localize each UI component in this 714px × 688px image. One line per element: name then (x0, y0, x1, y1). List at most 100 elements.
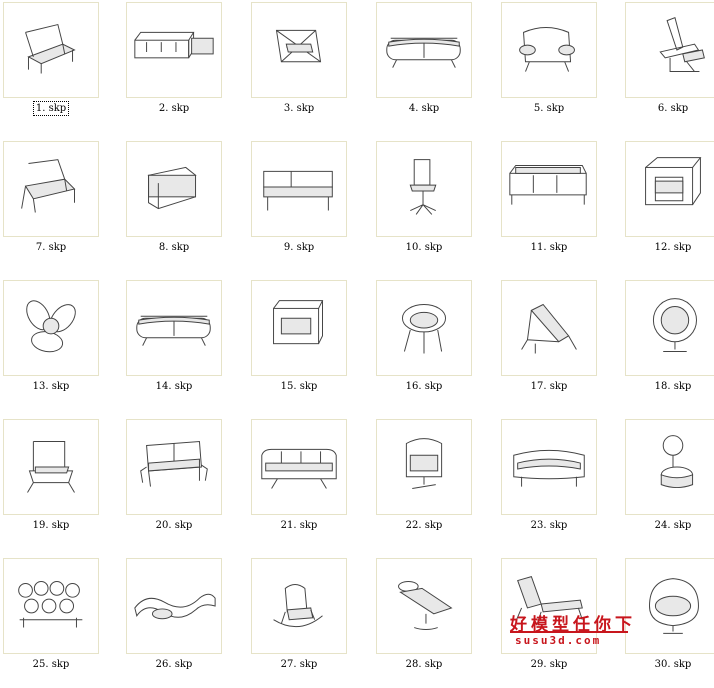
file-label[interactable]: 5. skp (501, 103, 597, 115)
sofa-icon[interactable] (251, 419, 347, 515)
file-name-text: 7. skp (35, 242, 67, 253)
file-item[interactable]: 8. skp (126, 141, 222, 271)
file-label[interactable]: 9. skp (251, 242, 347, 254)
file-name-text: 8. skp (158, 242, 190, 253)
cube-armchair-icon[interactable] (625, 141, 714, 237)
file-item[interactable]: 25. skp (3, 558, 99, 688)
frame-chair-icon[interactable] (3, 419, 99, 515)
long-sofa-icon[interactable] (126, 280, 222, 376)
file-item[interactable]: 21. skp (251, 419, 347, 549)
curved-sofa-icon[interactable] (501, 419, 597, 515)
box-armchair-icon[interactable] (126, 141, 222, 237)
file-name-text: 23. skp (530, 520, 568, 531)
file-item[interactable]: 5. skp (501, 2, 597, 132)
file-item[interactable]: 28. skp (376, 558, 472, 688)
file-item[interactable]: 23. skp (501, 419, 597, 549)
file-item[interactable]: 18. skp (625, 280, 714, 410)
file-item[interactable]: 29. skp (501, 558, 597, 688)
file-label[interactable]: 2. skp (126, 103, 222, 115)
file-label[interactable]: 15. skp (251, 381, 347, 393)
x-frame-chair-icon[interactable] (251, 2, 347, 98)
file-item[interactable]: 27. skp (251, 558, 347, 688)
file-label[interactable]: 19. skp (3, 520, 99, 532)
flower-chair-icon[interactable] (3, 280, 99, 376)
file-item[interactable]: 2. skp (126, 2, 222, 132)
file-label[interactable]: 24. skp (625, 520, 714, 532)
armchair-round-icon[interactable] (501, 2, 597, 98)
file-name-text: 15. skp (280, 381, 318, 392)
file-label[interactable]: 8. skp (126, 242, 222, 254)
file-label[interactable]: 26. skp (126, 659, 222, 671)
file-label[interactable]: 16. skp (376, 381, 472, 393)
file-label[interactable]: 25. skp (3, 659, 99, 671)
lounge-chair-icon[interactable] (3, 2, 99, 98)
file-label[interactable]: 29. skp (501, 659, 597, 671)
file-item[interactable]: 11. skp (501, 141, 597, 271)
file-item[interactable]: 4. skp (376, 2, 472, 132)
sofa-with-table-icon[interactable] (126, 2, 222, 98)
long-sofa-icon[interactable] (376, 2, 472, 98)
serpentine-sofa-icon[interactable] (126, 558, 222, 654)
file-item[interactable]: 10. skp (376, 141, 472, 271)
file-item[interactable]: 17. skp (501, 280, 597, 410)
file-name-text: 19. skp (32, 520, 70, 531)
file-label[interactable]: 30. skp (625, 659, 714, 671)
file-label[interactable]: 28. skp (376, 659, 472, 671)
file-label[interactable]: 23. skp (501, 520, 597, 532)
file-item[interactable]: 13. skp (3, 280, 99, 410)
lounge-recliner-icon[interactable] (501, 280, 597, 376)
file-label[interactable]: 20. skp (126, 520, 222, 532)
file-label[interactable]: 11. skp (501, 242, 597, 254)
file-item[interactable]: 6. skp (625, 2, 714, 132)
file-item[interactable]: 9. skp (251, 141, 347, 271)
stool-and-lamp-icon[interactable] (625, 419, 714, 515)
armchair-icon[interactable] (3, 141, 99, 237)
file-item[interactable]: 12. skp (625, 141, 714, 271)
two-seat-sofa-icon[interactable] (126, 419, 222, 515)
file-item[interactable]: 3. skp (251, 2, 347, 132)
file-label[interactable]: 21. skp (251, 520, 347, 532)
tub-chair-icon[interactable] (376, 419, 472, 515)
marshmallow-sofa-icon[interactable] (3, 558, 99, 654)
file-label[interactable]: 7. skp (3, 242, 99, 254)
recliner-icon[interactable] (625, 2, 714, 98)
file-item[interactable]: 1. skp (3, 2, 99, 132)
egg-chair-icon[interactable] (625, 558, 714, 654)
club-chair-icon[interactable] (251, 280, 347, 376)
ball-chair-icon[interactable] (625, 280, 714, 376)
file-item[interactable]: 24. skp (625, 419, 714, 549)
file-label[interactable]: 1. skp (3, 101, 99, 116)
file-item[interactable]: 22. skp (376, 419, 472, 549)
file-name-text: 10. skp (405, 242, 443, 253)
file-item[interactable]: 30. skp (625, 558, 714, 688)
file-item[interactable]: 19. skp (3, 419, 99, 549)
rocking-chair-icon[interactable] (251, 558, 347, 654)
chaise-lounge-icon[interactable] (376, 558, 472, 654)
file-label[interactable]: 4. skp (376, 103, 472, 115)
file-label[interactable]: 6. skp (625, 103, 714, 115)
file-label[interactable]: 14. skp (126, 381, 222, 393)
deck-chair-icon[interactable] (501, 558, 597, 654)
file-label[interactable]: 18. skp (625, 381, 714, 393)
file-label[interactable]: 22. skp (376, 520, 472, 532)
file-label[interactable]: 17. skp (501, 381, 597, 393)
file-name-text: 22. skp (405, 520, 443, 531)
swivel-chair-icon[interactable] (376, 141, 472, 237)
file-label[interactable]: 27. skp (251, 659, 347, 671)
file-item[interactable]: 16. skp (376, 280, 472, 410)
file-label[interactable]: 13. skp (3, 381, 99, 393)
file-label[interactable]: 3. skp (251, 103, 347, 115)
file-item[interactable]: 7. skp (3, 141, 99, 271)
file-label[interactable]: 12. skp (625, 242, 714, 254)
file-item[interactable]: 14. skp (126, 280, 222, 410)
file-label[interactable]: 10. skp (376, 242, 472, 254)
file-item[interactable]: 20. skp (126, 419, 222, 549)
file-name-text: 29. skp (530, 659, 568, 670)
bench-sofa-icon[interactable] (251, 141, 347, 237)
bowl-chair-icon[interactable] (376, 280, 472, 376)
file-name-text: 16. skp (405, 381, 443, 392)
file-item[interactable]: 15. skp (251, 280, 347, 410)
file-name-text: 21. skp (280, 520, 318, 531)
file-item[interactable]: 26. skp (126, 558, 222, 688)
three-seat-sofa-icon[interactable] (501, 141, 597, 237)
